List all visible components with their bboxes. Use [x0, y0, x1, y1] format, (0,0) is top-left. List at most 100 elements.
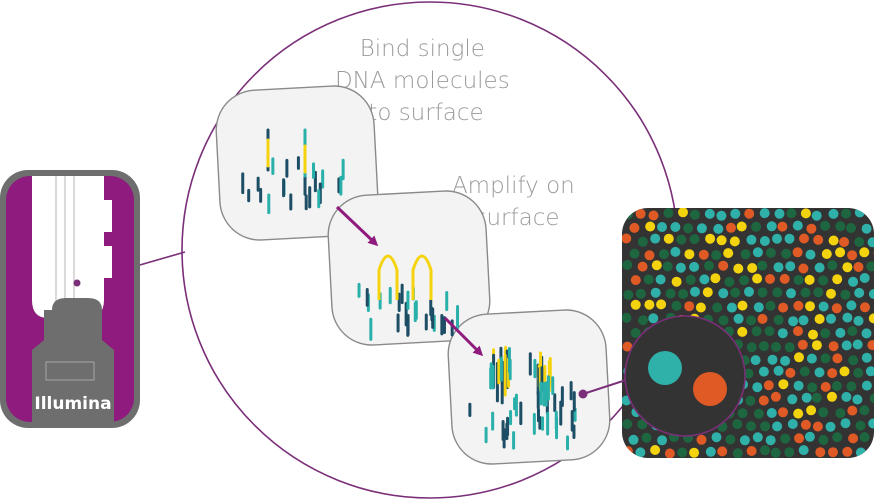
cluster-spot	[622, 446, 633, 457]
cluster-spot	[827, 391, 837, 402]
cluster-spot	[779, 273, 790, 284]
cluster-spot	[842, 312, 853, 323]
cluster-spot	[675, 262, 686, 273]
cluster-spot	[771, 341, 781, 352]
cluster-spot	[854, 237, 865, 247]
cluster-spot	[814, 367, 825, 378]
cluster-spot	[865, 366, 874, 377]
cluster-spot	[766, 221, 777, 232]
dna-bridge	[411, 254, 433, 300]
cluster-spot	[670, 222, 681, 232]
cluster-spot	[737, 300, 748, 311]
cluster-spot	[804, 431, 815, 442]
cluster-spot	[746, 234, 757, 245]
cluster-spot	[826, 313, 836, 324]
cluster-spot	[676, 234, 687, 245]
cluster-spot	[759, 208, 770, 219]
cluster-spot	[805, 249, 816, 260]
cluster-spot	[792, 247, 803, 258]
cluster-spot	[797, 339, 808, 350]
cluster-spot	[699, 274, 710, 285]
cluster-spot	[785, 261, 796, 272]
cluster-spot	[758, 395, 769, 406]
cluster-spot	[854, 208, 865, 218]
cluster-spot	[689, 209, 700, 220]
cluster-spot	[832, 353, 843, 364]
cluster-spot	[648, 210, 659, 221]
cluster-spot	[744, 208, 755, 219]
cluster-spot	[840, 289, 851, 300]
cluster-spot	[759, 236, 770, 246]
cluster-spot	[739, 435, 750, 446]
cluster-spot	[799, 233, 809, 244]
cluster-spot	[752, 432, 763, 443]
bind-label-line-3: to surface	[368, 100, 483, 126]
cluster-spot	[827, 368, 838, 379]
cluster-spot	[705, 233, 716, 244]
cluster-spot	[778, 379, 789, 390]
cluster-spot	[820, 381, 831, 392]
cluster-spot	[827, 260, 838, 271]
bind-label-line-2: DNA molecules	[335, 68, 510, 94]
cluster-spot	[813, 287, 824, 298]
cluster-spot	[793, 300, 804, 311]
cluster-spot	[860, 302, 870, 313]
cluster-spot	[861, 380, 872, 391]
cluster-spot	[751, 221, 762, 232]
cluster-spot	[718, 260, 729, 271]
cluster-spot	[852, 339, 863, 350]
cluster-spot	[726, 222, 736, 233]
cluster-spot	[677, 447, 688, 458]
cluster-spot	[716, 235, 727, 246]
cluster-spot	[689, 447, 700, 458]
cluster-spot	[846, 300, 857, 311]
cluster-spot	[793, 380, 804, 391]
cluster-spot	[623, 209, 633, 220]
amplify-label-line-2: surface	[474, 205, 559, 231]
cluster-spot	[745, 395, 756, 406]
cluster-spot	[622, 312, 632, 323]
cluster-spot	[659, 249, 669, 260]
cluster-spot	[743, 368, 754, 379]
cluster-connector-line	[582, 379, 627, 395]
cluster-spot	[765, 300, 776, 311]
cluster-spot	[772, 287, 783, 298]
cluster-spot	[630, 275, 641, 286]
cluster-spot	[664, 448, 675, 458]
cluster-spot	[854, 287, 865, 298]
cluster-spot	[684, 301, 695, 312]
cluster-spot	[859, 247, 870, 258]
cluster-spot	[813, 234, 824, 245]
cluster-spot	[784, 233, 795, 244]
cluster-spot	[778, 302, 789, 313]
cluster-spot	[765, 435, 776, 446]
cluster-spot	[774, 208, 785, 219]
cluster-spot	[784, 447, 795, 458]
zoom-circle	[624, 315, 746, 437]
cluster-spot	[773, 314, 784, 325]
cluster-spot	[835, 327, 846, 338]
cluster-spot	[730, 208, 741, 219]
cluster-spot	[773, 262, 784, 273]
zoom-teal-spot	[648, 351, 682, 385]
cluster-spot	[815, 447, 826, 458]
cluster-spot	[828, 447, 838, 458]
cluster-spot	[765, 247, 776, 258]
cluster-spot	[629, 248, 640, 259]
cluster-spot	[696, 434, 707, 445]
cluster-spot	[853, 315, 864, 326]
cluster-spot	[750, 355, 761, 366]
cluster-spot	[770, 447, 781, 458]
cluster-spot	[818, 434, 829, 445]
cluster-spot	[798, 315, 809, 326]
cluster-spot	[671, 276, 682, 287]
cluster-spot	[777, 328, 788, 339]
cluster-spot	[651, 260, 662, 271]
cluster-spot	[784, 342, 795, 353]
cluster-spot	[648, 313, 659, 324]
cluster-spot	[718, 288, 729, 299]
cluster-spot	[764, 326, 775, 337]
cluster-spot	[806, 223, 817, 234]
cluster-spot	[799, 366, 810, 377]
cluster-spot	[655, 274, 666, 285]
